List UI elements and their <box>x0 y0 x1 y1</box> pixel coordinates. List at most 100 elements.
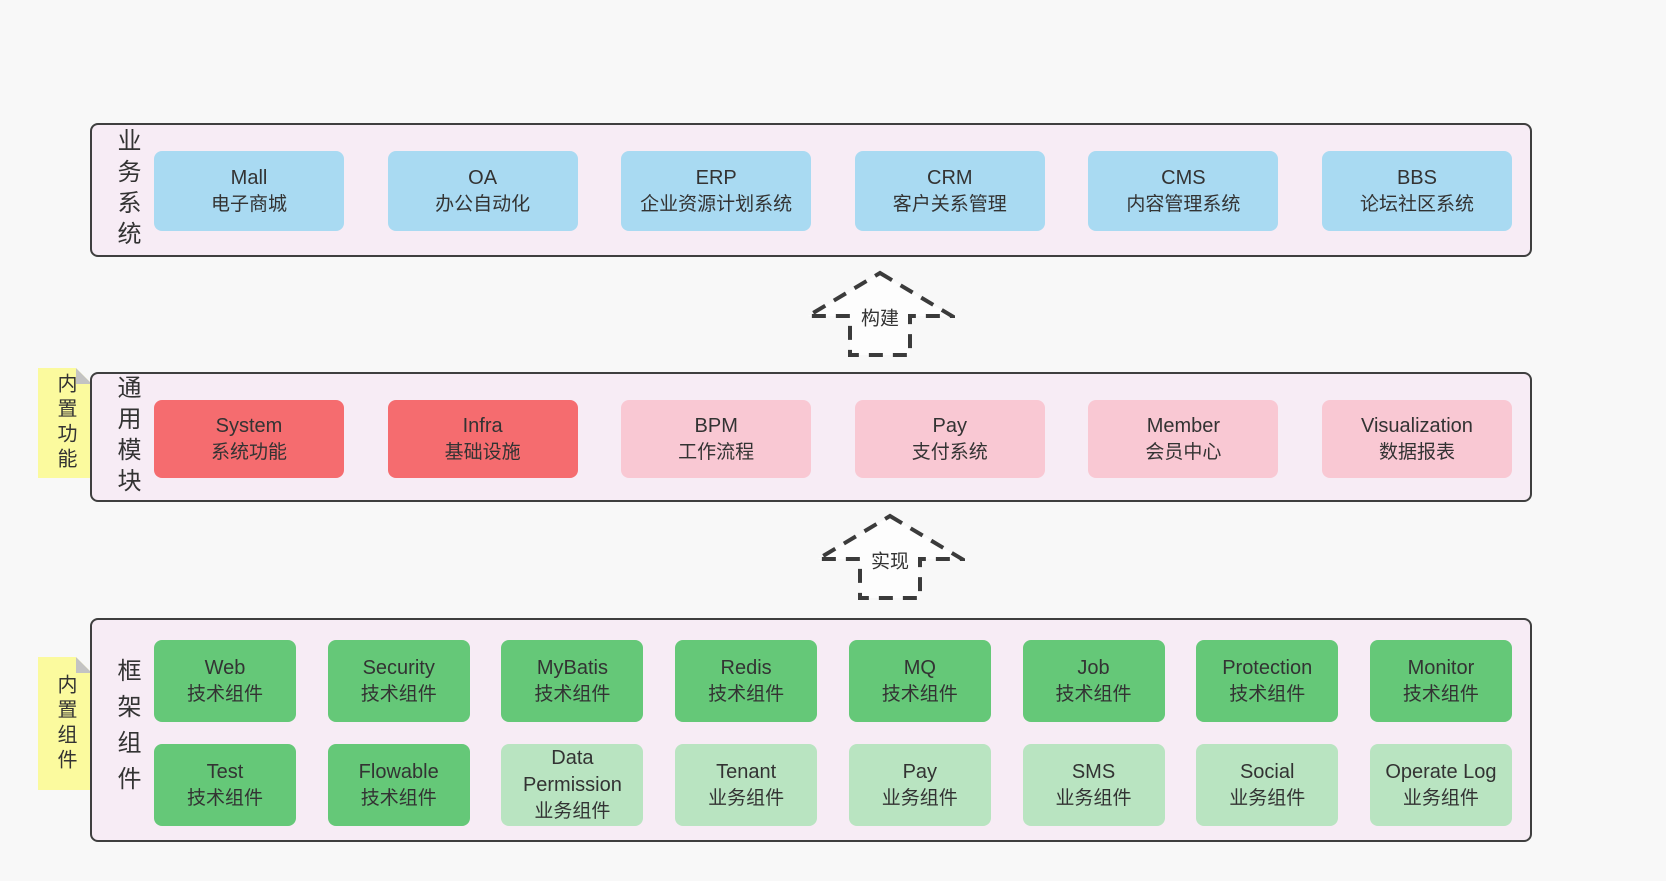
box-mybatis: MyBatis 技术组件 <box>501 640 644 722</box>
box-sms-desc: 业务组件 <box>1055 787 1132 809</box>
build-arrow-label: 构建 <box>857 308 903 332</box>
box-web: Web 技术组件 <box>154 640 296 722</box>
business-systems-band: 业务系统 Mall 电子商城 OA 办公自动化 ERP 企业资源计划系统 CRM… <box>90 123 1532 257</box>
framework-components-row-1: Web 技术组件 Security 技术组件 MyBatis 技术组件 Redi… <box>154 640 1512 722</box>
builtin-features-note: 内置功能 <box>38 368 92 478</box>
box-oa-name: OA <box>468 166 498 189</box>
box-crm-name: CRM <box>927 166 973 189</box>
box-mybatis-desc: 技术组件 <box>534 683 611 705</box>
box-sms-name: SMS <box>1071 760 1116 783</box>
box-pay-module-name: Pay <box>932 414 968 437</box>
framework-components-band: 框架组件 Web 技术组件 Security 技术组件 MyBatis 技术组件… <box>90 618 1532 842</box>
box-pay-module: Pay 支付系统 <box>854 400 1045 478</box>
box-member-name: Member <box>1146 414 1221 437</box>
box-bpm: BPM 工作流程 <box>621 400 812 478</box>
box-erp-desc: 企业资源计划系统 <box>640 193 793 215</box>
box-protection-desc: 技术组件 <box>1229 683 1306 705</box>
box-infra-desc: 基础设施 <box>444 441 521 463</box>
builtin-features-note-label: 内置功能 <box>54 373 76 473</box>
box-social-name: Social <box>1239 760 1295 783</box>
box-erp: ERP 企业资源计划系统 <box>621 151 812 231</box>
build-arrow: 构建 <box>805 270 955 358</box>
box-job: Job 技术组件 <box>1022 640 1165 722</box>
box-infra-name: Infra <box>462 414 503 437</box>
business-systems-row: Mall 电子商城 OA 办公自动化 ERP 企业资源计划系统 CRM 客户关系… <box>154 151 1512 231</box>
box-job-desc: 技术组件 <box>1055 683 1132 705</box>
box-security: Security 技术组件 <box>327 640 470 722</box>
box-visualization-name: Visualization <box>1361 414 1473 437</box>
box-data-permission-desc: 业务组件 <box>534 801 611 823</box>
common-modules-row: System 系统功能 Infra 基础设施 BPM 工作流程 Pay 支付系统… <box>154 400 1512 478</box>
builtin-components-note-label: 内置组件 <box>54 673 76 774</box>
box-monitor-desc: 技术组件 <box>1402 683 1479 705</box>
box-flowable-name: Flowable <box>358 760 439 783</box>
box-visualization-desc: 数据报表 <box>1378 441 1455 463</box>
box-flowable-desc: 技术组件 <box>360 787 437 809</box>
box-visualization: Visualization 数据报表 <box>1321 400 1512 478</box>
box-member: Member 会员中心 <box>1088 400 1279 478</box>
implement-arrow-label: 实现 <box>867 551 913 575</box>
box-monitor: Monitor 技术组件 <box>1369 640 1512 722</box>
implement-arrow: 实现 <box>815 513 965 601</box>
box-redis-name: Redis <box>720 656 772 679</box>
box-social: Social 业务组件 <box>1196 744 1339 826</box>
framework-components-row-2: Test 技术组件 Flowable 技术组件 Data Permission … <box>154 744 1512 826</box>
box-mq: MQ 技术组件 <box>848 640 991 722</box>
business-systems-label: 业务系统 <box>113 128 140 252</box>
box-tenant-desc: 业务组件 <box>708 787 785 809</box>
box-redis-desc: 技术组件 <box>708 683 785 705</box>
box-tenant-name: Tenant <box>716 760 777 783</box>
box-system: System 系统功能 <box>154 400 344 478</box>
box-bbs-desc: 论坛社区系统 <box>1359 193 1474 215</box>
common-modules-band: 通用模块 System 系统功能 Infra 基础设施 BPM 工作流程 Pay… <box>90 372 1532 502</box>
box-erp-name: ERP <box>695 166 737 189</box>
box-oa-desc: 办公自动化 <box>435 193 531 215</box>
box-redis: Redis 技术组件 <box>675 640 818 722</box>
box-protection: Protection 技术组件 <box>1196 640 1339 722</box>
box-sms: SMS 业务组件 <box>1022 744 1165 826</box>
box-bbs-name: BBS <box>1396 166 1437 189</box>
box-crm-desc: 客户关系管理 <box>892 193 1007 215</box>
box-pay-module-desc: 支付系统 <box>911 441 988 463</box>
box-tenant: Tenant 业务组件 <box>675 744 818 826</box>
box-system-name: System <box>215 414 283 437</box>
box-mq-name: MQ <box>903 656 936 679</box>
box-data-permission: Data Permission 业务组件 <box>501 744 644 826</box>
box-cms-name: CMS <box>1161 166 1206 189</box>
box-cms: CMS 内容管理系统 <box>1088 151 1279 231</box>
box-flowable: Flowable 技术组件 <box>327 744 470 826</box>
box-mq-desc: 技术组件 <box>881 683 958 705</box>
box-operate-log-desc: 业务组件 <box>1402 787 1479 809</box>
box-cms-desc: 内容管理系统 <box>1126 193 1241 215</box>
box-job-name: Job <box>1077 656 1110 679</box>
common-modules-label: 通用模块 <box>113 375 140 499</box>
box-test-desc: 技术组件 <box>186 787 263 809</box>
framework-components-label: 框架组件 <box>113 658 140 802</box>
box-mall: Mall 电子商城 <box>154 151 344 231</box>
box-crm: CRM 客户关系管理 <box>854 151 1045 231</box>
box-infra: Infra 基础设施 <box>387 400 578 478</box>
box-social-desc: 业务组件 <box>1229 787 1306 809</box>
box-data-permission-name: Data Permission <box>522 747 622 797</box>
box-bpm-desc: 工作流程 <box>678 441 755 463</box>
box-test: Test 技术组件 <box>154 744 296 826</box>
box-bbs: BBS 论坛社区系统 <box>1321 151 1512 231</box>
box-mybatis-name: MyBatis <box>536 656 608 679</box>
box-pay-component: Pay 业务组件 <box>848 744 991 826</box>
box-pay-component-desc: 业务组件 <box>881 787 958 809</box>
box-test-name: Test <box>206 760 244 783</box>
box-mall-name: Mall <box>230 166 268 189</box>
box-protection-name: Protection <box>1222 656 1313 679</box>
box-security-name: Security <box>362 656 435 679</box>
builtin-components-note: 内置组件 <box>38 657 92 790</box>
box-mall-desc: 电子商城 <box>210 193 287 215</box>
box-pay-component-name: Pay <box>902 760 938 783</box>
box-web-name: Web <box>204 656 246 679</box>
box-bpm-name: BPM <box>694 414 738 437</box>
box-member-desc: 会员中心 <box>1145 441 1222 463</box>
box-system-desc: 系统功能 <box>210 441 287 463</box>
box-monitor-name: Monitor <box>1407 656 1475 679</box>
box-security-desc: 技术组件 <box>360 683 437 705</box>
box-operate-log: Operate Log 业务组件 <box>1369 744 1512 826</box>
box-web-desc: 技术组件 <box>186 683 263 705</box>
